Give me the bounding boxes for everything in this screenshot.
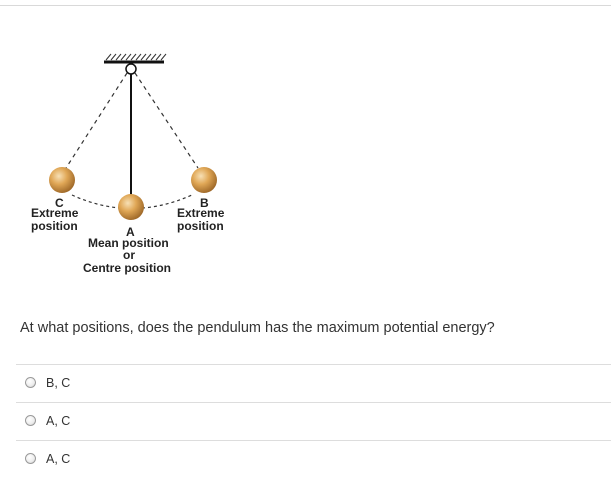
label-b-letter: B bbox=[200, 196, 209, 210]
label-c-text1: Extreme bbox=[31, 206, 79, 220]
label-a-text2: or bbox=[123, 248, 135, 262]
bob-b bbox=[191, 167, 217, 193]
label-b-text2: position bbox=[177, 219, 224, 233]
option-label[interactable]: B, C bbox=[46, 376, 71, 390]
question-text: At what positions, does the pendulum has… bbox=[20, 320, 495, 336]
string-to-b bbox=[134, 72, 199, 169]
option-3[interactable]: A, C bbox=[16, 440, 611, 478]
pendulum-illustration bbox=[49, 53, 217, 220]
string-to-c bbox=[65, 72, 128, 169]
ceiling-support-icon bbox=[104, 53, 167, 75]
label-b-text1: Extreme bbox=[177, 206, 225, 220]
label-c-letter: C bbox=[55, 196, 64, 210]
answer-options: B, C A, C A, C bbox=[16, 364, 611, 478]
radio-button-icon[interactable] bbox=[25, 377, 36, 388]
label-a-text1: Mean position bbox=[88, 236, 169, 250]
label-c-text2: position bbox=[31, 219, 78, 233]
pendulum-diagram: C Extreme position B Extreme position A … bbox=[0, 40, 260, 290]
bob-c bbox=[49, 167, 75, 193]
option-1[interactable]: B, C bbox=[16, 364, 611, 402]
label-a-text3: Centre position bbox=[83, 261, 172, 275]
radio-button-icon[interactable] bbox=[25, 453, 36, 464]
option-2[interactable]: A, C bbox=[16, 402, 611, 440]
option-label[interactable]: A, C bbox=[46, 452, 71, 466]
option-label[interactable]: A, C bbox=[46, 414, 71, 428]
bob-a bbox=[118, 194, 144, 220]
label-a-letter: A bbox=[126, 225, 135, 239]
radio-button-icon[interactable] bbox=[25, 415, 36, 426]
top-divider bbox=[0, 0, 611, 6]
